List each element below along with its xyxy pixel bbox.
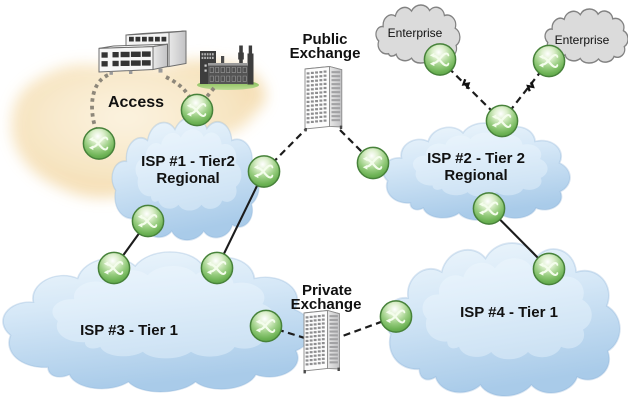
svg-text:ISP #2 - Tier 2: ISP #2 - Tier 2 [427, 150, 525, 167]
svg-text:ISP #3 - Tier 1: ISP #3 - Tier 1 [80, 322, 178, 339]
svg-text:Private: Private [302, 282, 352, 299]
svg-text:Exchange: Exchange [290, 45, 361, 62]
svg-text:Public: Public [302, 31, 347, 48]
svg-text:Regional: Regional [444, 167, 507, 184]
svg-text:Enterprise: Enterprise [555, 33, 610, 47]
svg-text:Exchange: Exchange [291, 296, 362, 313]
svg-text:ISP #4 - Tier 1: ISP #4 - Tier 1 [460, 304, 558, 321]
svg-text:Enterprise: Enterprise [388, 26, 443, 40]
svg-text:Access: Access [108, 94, 164, 111]
svg-text:Regional: Regional [156, 170, 219, 187]
svg-text:ISP #1 - Tier2: ISP #1 - Tier2 [141, 153, 235, 170]
